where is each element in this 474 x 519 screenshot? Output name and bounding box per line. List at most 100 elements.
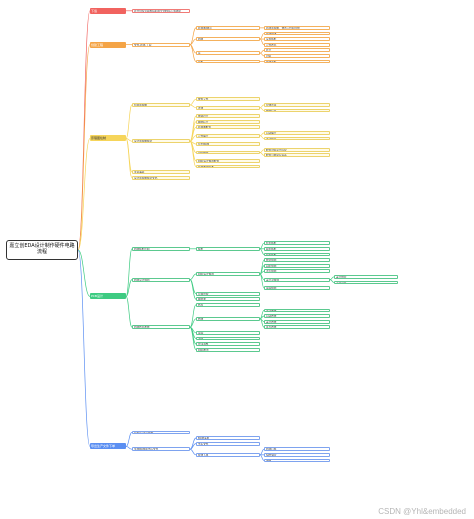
topic-branches-4-children-1-children-2-children-1[interactable]: SMT贴片: [264, 452, 330, 457]
topic-branches-1-children-0-children-1[interactable]: PCB: [196, 37, 260, 41]
topic-branches-2-children-1-children-5[interactable]: 封装检查: [196, 150, 260, 155]
topic-branches-3-children-2-children-1-children-3[interactable]: 等长布线: [264, 325, 330, 330]
topic-branches-4-children-1-children-2[interactable]: 在线下单: [196, 452, 260, 457]
topic-branches-2-children-0-children-1-children-1[interactable]: 网络标签: [264, 108, 330, 113]
branch-branches-4[interactable]: 导出生产文件下单: [90, 443, 126, 450]
edge: [259, 38, 265, 46]
topic-branches-1-children-0-children-0-children-0[interactable]: 新建原理图、放置元件和连线: [264, 25, 330, 30]
topic-branches-4-children-1-children-1[interactable]: 坐标文件: [196, 441, 260, 446]
edge: [125, 432, 133, 447]
edge: [329, 279, 335, 283]
topic-branches-1-children-0-children-3[interactable]: 面板: [196, 59, 260, 64]
edge: [125, 138, 133, 179]
edge: [189, 304, 197, 328]
topic-branches-3-children-1-children-0-children-4[interactable]: 铺铜规则: [264, 286, 330, 290]
topic-branches-3-children-1[interactable]: PCB设计规则: [132, 277, 190, 282]
topic-branches-2-children-1-children-6[interactable]: DRC设计规则检查: [196, 158, 260, 163]
edge: [189, 326, 197, 350]
topic-branches-2-children-1-children-0[interactable]: 电源符号: [196, 114, 260, 118]
topic-branches-3-children-1-children-0-children-2[interactable]: 过孔规则: [264, 269, 330, 274]
edge: [259, 318, 265, 328]
edge: [77, 10, 91, 251]
topic-branches-2-children-0-children-1[interactable]: 连线: [196, 105, 260, 110]
topic-branches-3-children-2-children-1-children-2[interactable]: 差分布线: [264, 319, 330, 324]
topic-branches-1-children-0-children-2-children-1[interactable]: 封装: [264, 53, 330, 58]
topic-branches-1-children-0-children-3-children-0[interactable]: 新建面板: [264, 59, 330, 64]
edge: [259, 454, 265, 461]
topic-branches-2-children-1-children-5-children-1[interactable]: 检查引脚对应关系: [264, 153, 330, 158]
topic-branches-2-children-1-children-7[interactable]: 原理图转PCB: [196, 164, 260, 169]
topic-branches-2-children-1-children-1[interactable]: 网络标号: [196, 119, 260, 124]
topic-branches-1-children-0-children-1-children-0[interactable]: 新建PCB: [264, 31, 330, 36]
edge: [189, 273, 197, 280]
topic-branches-3-children-0-children-0[interactable]: 板框: [196, 246, 260, 251]
edge: [259, 135, 265, 139]
topic-branches-2-children-0-children-1-children-0[interactable]: 导线连接: [264, 102, 330, 107]
branch-branches-0[interactable]: 下载: [90, 7, 126, 14]
topic-branches-4-children-1[interactable]: 生成BOM和坐标文件: [132, 447, 190, 452]
topic-branches-3-children-0-children-0-children-0[interactable]: 矩形板框: [264, 241, 330, 246]
branch-branches-3[interactable]: PCB设计: [90, 293, 126, 300]
topic-branches-1-children-0-children-2[interactable]: 库: [196, 51, 260, 55]
topic-branches-3-children-1-children-0-children-1[interactable]: 间距规则: [264, 263, 330, 268]
topic-branches-3-children-2-children-1[interactable]: 布线: [196, 316, 260, 321]
topic-branches-2-children-1-children-2[interactable]: 原理图检查: [196, 125, 260, 130]
edge: [259, 248, 265, 255]
edge: [189, 318, 197, 328]
topic-branches-3-children-0[interactable]: PCB板框绘制: [132, 246, 190, 251]
topic-branches-1-children-0-children-2-children-0[interactable]: 符号: [264, 48, 330, 53]
topic-branches-3-children-1-children-0-children-0[interactable]: 线宽规则: [264, 258, 330, 262]
edge: [125, 296, 133, 328]
topic-branches-2-children-1-children-5-children-0[interactable]: 检查封装是否匹配: [264, 147, 330, 152]
topic-branches-4-children-1-children-2-children-0[interactable]: PCB打样: [264, 447, 330, 452]
topic-branches-3-children-2-children-3[interactable]: 泪滴: [196, 336, 260, 341]
topic-branches-1-children-0[interactable]: 文件-新建-工程: [132, 42, 190, 47]
topic-branches-3-children-2[interactable]: PCB布局布线: [132, 325, 190, 330]
topic-branches-1-children-0-children-1-children-2[interactable]: 元件布局: [264, 42, 330, 47]
topic-branches-3-children-0-children-0-children-2[interactable]: 异形板框: [264, 252, 330, 257]
topic-branches-3-children-2-children-1-children-0[interactable]: 手动布线: [264, 308, 330, 313]
topic-branches-2-children-3[interactable]: 设计原理图规范文档: [132, 175, 190, 180]
topic-branches-3-children-1-children-2[interactable]: 网络类: [196, 297, 260, 302]
topic-branches-3-children-0-children-0-children-1[interactable]: 圆形板框: [264, 246, 330, 251]
topic-branches-3-children-1-children-1[interactable]: 层叠管理: [196, 291, 260, 296]
topic-branches-3-children-2-children-1-children-1[interactable]: 自动布线: [264, 314, 330, 318]
topic-branches-2-children-1-children-4[interactable]: 导出BOM: [196, 142, 260, 146]
edge: [77, 249, 91, 447]
root-topic[interactable]: 嘉立创EDA设计制作硬件电路流程: [6, 240, 78, 260]
topic-branches-2-children-0-children-0[interactable]: 放置元件: [196, 97, 260, 102]
edge: [189, 448, 197, 456]
edge: [125, 446, 133, 450]
topic-branches-4-children-1-children-0[interactable]: BOM清单: [196, 436, 260, 440]
topic-branches-3-children-1-children-0[interactable]: DRC设计规则: [196, 272, 260, 276]
edge: [259, 273, 265, 289]
edge: [125, 279, 133, 297]
edge: [259, 107, 265, 111]
topic-branches-0-children-0[interactable]: 嘉立创专业版EDA和嘉立创EDA下载地址: [132, 8, 190, 13]
topic-branches-3-children-2-children-0[interactable]: 布局: [196, 302, 260, 307]
topic-branches-2-children-1-children-3-children-0[interactable]: 自动编号: [264, 130, 330, 135]
edge: [259, 52, 265, 57]
topic-branches-2-children-1-children-3[interactable]: 元件编号: [196, 133, 260, 138]
topic-branches-3-children-1-children-0-children-3-children-1[interactable]: 差分间距: [334, 280, 398, 285]
topic-branches-3-children-2-children-4[interactable]: 丝印调整: [196, 342, 260, 346]
topic-branches-2-children-1[interactable]: 设计原理图规范: [132, 139, 190, 144]
topic-branches-1-children-0-children-0[interactable]: 原理图/图页: [196, 25, 260, 30]
topic-branches-3-children-1-children-0-children-3[interactable]: 差分对规则: [264, 277, 330, 282]
edge: [77, 249, 91, 297]
topic-branches-4-children-0[interactable]: 导出Gerber文件: [132, 430, 190, 435]
topic-branches-4-children-1-children-2-children-2[interactable]: 钢网: [264, 458, 330, 463]
topic-branches-2-children-0[interactable]: 绘制原理图: [132, 102, 190, 107]
edge: [125, 248, 133, 297]
topic-branches-1-children-0-children-1-children-1[interactable]: 设置板框: [264, 37, 330, 41]
branch-branches-2[interactable]: 原理图绘制: [90, 135, 126, 142]
topic-branches-3-children-2-children-2[interactable]: 铺铜: [196, 330, 260, 335]
topic-branches-3-children-2-children-5[interactable]: DRC检查: [196, 347, 260, 352]
branch-branches-1[interactable]: 创建工程: [90, 41, 126, 48]
topic-branches-2-children-1-children-3-children-1[interactable]: 手动编号: [264, 136, 330, 141]
edge: [125, 104, 133, 139]
topic-branches-2-children-2[interactable]: 注意事项: [132, 170, 190, 174]
topic-branches-3-children-1-children-0-children-3-children-0[interactable]: 差分线宽: [334, 274, 398, 279]
